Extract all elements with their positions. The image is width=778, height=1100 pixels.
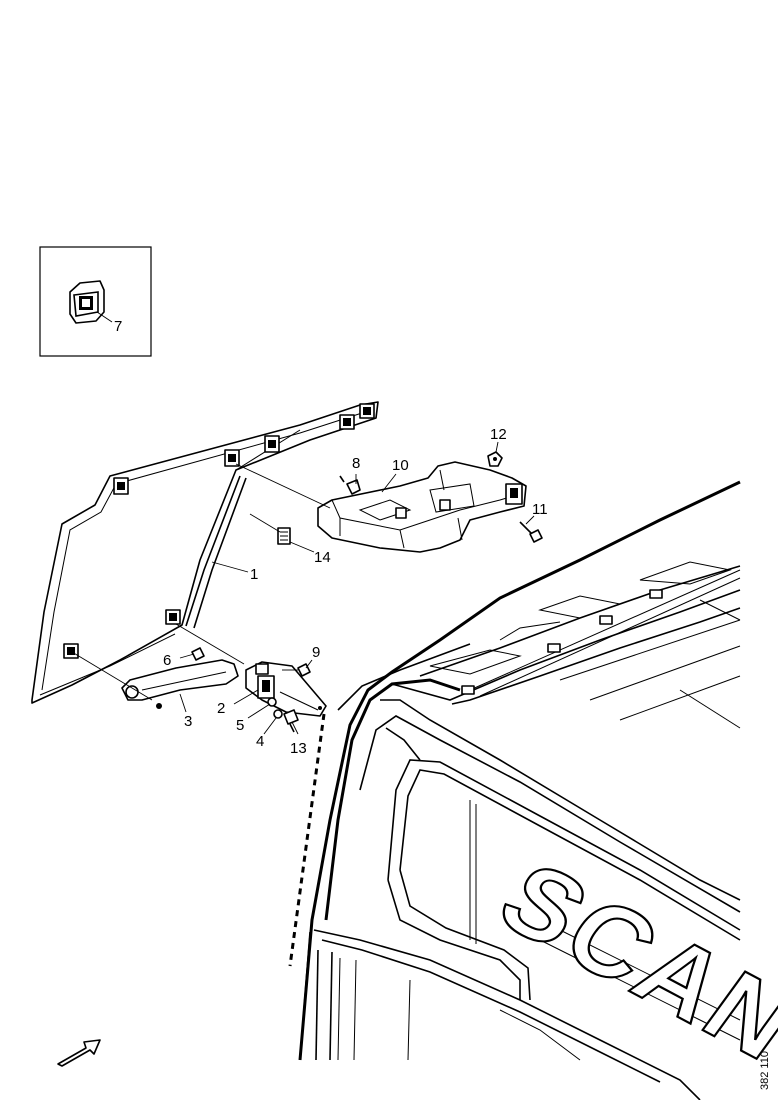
washer-icon bbox=[273, 709, 283, 719]
arrow-icon bbox=[57, 1039, 101, 1067]
callout-3: 3 bbox=[184, 713, 192, 730]
callout-8: 8 bbox=[352, 455, 360, 472]
alignment-dashed-line bbox=[288, 713, 326, 967]
callout-4: 4 bbox=[256, 733, 264, 750]
reference-code: 382 110 bbox=[759, 1051, 771, 1090]
bolt-icon bbox=[519, 521, 543, 543]
callout-14: 14 bbox=[314, 549, 331, 566]
callout-2: 2 bbox=[217, 700, 225, 717]
svg-text:SCAN: SCAN bbox=[478, 842, 778, 1083]
spring-clip-icon bbox=[277, 527, 291, 545]
screw-upper-icon bbox=[339, 475, 361, 495]
truck-cab bbox=[298, 480, 741, 1100]
callout-11: 11 bbox=[532, 501, 548, 518]
glass-panel bbox=[31, 401, 379, 704]
bolt-lower-icon bbox=[283, 709, 299, 733]
callout-7: 7 bbox=[114, 318, 122, 335]
hinge-plate bbox=[245, 661, 327, 717]
callout-5: 5 bbox=[236, 717, 244, 734]
clip-part-icon bbox=[69, 280, 105, 324]
callout-13: 13 bbox=[290, 740, 307, 757]
callout-12: 12 bbox=[490, 426, 507, 443]
upper-hinge-bracket bbox=[317, 461, 527, 553]
inset-detail-box: 7 bbox=[39, 246, 152, 357]
callout-10: 10 bbox=[392, 457, 409, 474]
callout-9: 9 bbox=[312, 644, 320, 661]
lower-hinge-arm bbox=[121, 659, 239, 709]
nut-icon bbox=[487, 451, 503, 467]
callout-6: 6 bbox=[163, 652, 171, 669]
callout-1: 1 bbox=[250, 566, 258, 583]
screw-lower-icon bbox=[191, 647, 205, 661]
brand-lettering: SCAN bbox=[477, 840, 778, 1083]
